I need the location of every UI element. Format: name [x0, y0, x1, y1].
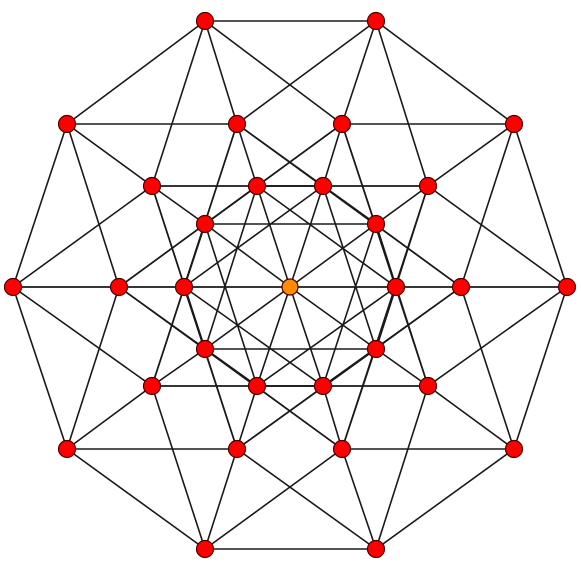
- graph-edge: [204, 286, 291, 350]
- graph-edge: [204, 20, 238, 125]
- graph-edge: [151, 348, 206, 387]
- graph-vertex: [418, 176, 438, 196]
- graph-edge: [513, 123, 568, 288]
- graph-edge: [151, 185, 206, 225]
- graph-edge: [322, 385, 343, 450]
- graph-vertex: [109, 277, 129, 297]
- graph-vertex: [366, 339, 386, 359]
- graph-vertex: [504, 114, 524, 134]
- graph-vertex: [332, 439, 352, 459]
- graph-vertex: [195, 539, 215, 559]
- graph-vertex: [195, 214, 215, 234]
- graph-edge: [151, 185, 206, 350]
- graph-edge: [236, 20, 377, 125]
- graph-edge: [236, 448, 377, 550]
- graph-edge: [256, 185, 291, 288]
- graph-edge: [427, 286, 568, 387]
- graph-vertex: [504, 439, 524, 459]
- graph-edge: [66, 448, 206, 550]
- graph-edge: [460, 123, 515, 288]
- graph-edge: [204, 20, 343, 125]
- graph-edge: [322, 123, 343, 187]
- graph-edge: [322, 185, 462, 288]
- graph-edge: [118, 286, 258, 387]
- graph-vertex: [57, 439, 77, 459]
- graph-vertex: [313, 376, 333, 396]
- vertex-layer: [3, 11, 577, 559]
- graph-edge: [66, 286, 120, 450]
- graph-edge: [513, 286, 568, 450]
- graph-vertex: [227, 114, 247, 134]
- graph-edge: [204, 185, 258, 225]
- graph-edge: [12, 185, 153, 288]
- graph-vertex: [3, 277, 23, 297]
- graph-vertex: [174, 277, 194, 297]
- graph-edge: [341, 448, 377, 550]
- edge-layer: [12, 20, 568, 550]
- graph-edge: [183, 286, 324, 387]
- graph-edge: [183, 185, 324, 288]
- graph-edge: [12, 286, 68, 450]
- graph-edge: [375, 223, 429, 387]
- graph-edge: [341, 286, 397, 450]
- graph-edge: [375, 385, 429, 550]
- graph-vertex: [451, 277, 471, 297]
- graph-edge: [204, 223, 291, 288]
- graph-edge: [183, 223, 206, 288]
- graph-edge: [375, 348, 429, 387]
- graph-edge: [66, 123, 120, 288]
- graph-edge: [256, 286, 397, 387]
- center-vertex: [281, 278, 299, 296]
- graph-vertex: [142, 176, 162, 196]
- graph-edge: [66, 385, 153, 450]
- graph-edge: [322, 185, 377, 350]
- graph-vertex: [227, 439, 247, 459]
- graph-vertex: [366, 539, 386, 559]
- graph-vertex: [57, 114, 77, 134]
- graph-edge: [289, 185, 324, 288]
- graph-vertex: [313, 176, 333, 196]
- graph-vertex: [386, 277, 406, 297]
- graph-edge: [12, 286, 153, 387]
- graph-vertex: [195, 11, 215, 31]
- graph-edge: [236, 123, 258, 187]
- graph-edge: [256, 286, 291, 387]
- graph-edge: [427, 185, 568, 288]
- graph-edge: [289, 286, 377, 350]
- graph-vertex: [332, 114, 352, 134]
- graph-edge: [427, 123, 515, 187]
- graph-vertex: [142, 376, 162, 396]
- graph-edge: [66, 123, 153, 187]
- graph-edge: [151, 385, 206, 550]
- graph-edge: [375, 20, 429, 187]
- graph-vertex: [195, 339, 215, 359]
- graph-edge: [204, 448, 343, 550]
- graph-vertex: [557, 277, 577, 297]
- graph-vertex: [366, 214, 386, 234]
- graph-vertex: [418, 376, 438, 396]
- graph-edge: [256, 185, 397, 288]
- graph-edge: [204, 448, 238, 550]
- graph-edge: [427, 385, 515, 450]
- graph-edge: [375, 185, 429, 225]
- graph-edge: [236, 385, 258, 450]
- graph-edge: [151, 20, 206, 187]
- graph-edge: [375, 20, 515, 125]
- graph-edge: [322, 223, 377, 387]
- graph-edge: [12, 123, 68, 288]
- graph-edge: [66, 20, 206, 125]
- graph-edge: [341, 20, 377, 125]
- graph-edge: [204, 223, 258, 387]
- graph-edge: [375, 448, 515, 550]
- graph-vertex: [247, 176, 267, 196]
- graph-edge: [236, 348, 377, 450]
- graph-edge: [289, 286, 324, 387]
- graph-vertex: [247, 376, 267, 396]
- graph-vertex: [366, 11, 386, 31]
- graph-edge: [289, 223, 377, 288]
- graph-edge: [460, 286, 515, 450]
- graph-edge: [204, 185, 258, 350]
